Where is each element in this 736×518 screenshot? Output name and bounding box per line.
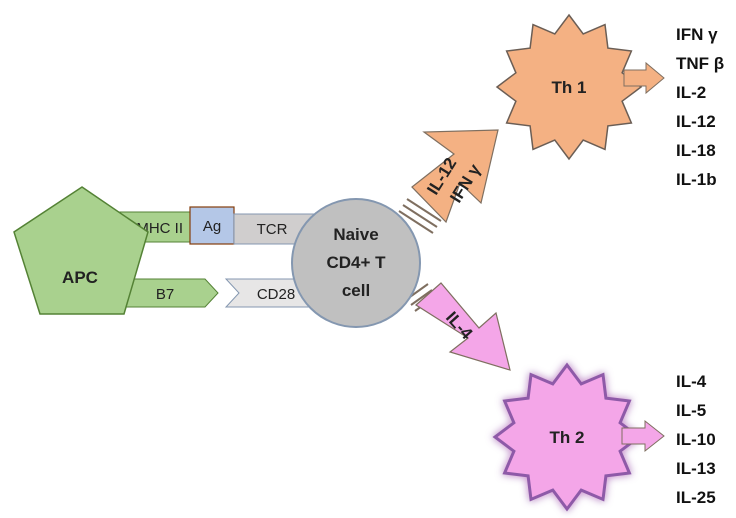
apc-pentagon — [13, 186, 149, 315]
th2-cytokine: IL-4 — [676, 372, 707, 391]
antigen-box — [189, 206, 235, 245]
th2-cytokine: IL-10 — [676, 430, 716, 449]
th2-cytokine-list: IL-4 IL-5 IL-10 IL-13 IL-25 — [676, 372, 716, 507]
cd28-label: CD28 — [257, 286, 295, 303]
naive-cell-line3: cell — [342, 281, 370, 300]
th2-signal-arrow: IL-4 — [406, 282, 511, 371]
th1-star — [495, 13, 643, 161]
th2-label: Th 2 — [550, 428, 585, 447]
th1-output-arrow — [623, 61, 665, 95]
th1-label: Th 1 — [552, 78, 587, 97]
apc-label: APC — [62, 268, 98, 287]
th1-cytokine: IL-1b — [676, 170, 717, 189]
antigen-label: Ag — [203, 218, 221, 235]
th1-cytokine-list: IFN γ TNF β IL-2 IL-12 IL-18 IL-1b — [676, 25, 724, 189]
th1-signal-arrow: IL-12 IFN γ — [398, 129, 499, 234]
b7-label: B7 — [156, 286, 174, 303]
naive-cell-line1: Naive — [333, 225, 378, 244]
th1-cytokine: TNF β — [676, 54, 724, 73]
th2-cytokine: IL-5 — [676, 401, 706, 420]
th2-star — [492, 362, 642, 512]
th1-cytokine: IL-2 — [676, 83, 706, 102]
th2-output-arrow — [621, 419, 665, 453]
th2-cytokine: IL-13 — [676, 459, 716, 478]
th1-cytokine: IFN γ — [676, 25, 718, 44]
th2-cytokine: IL-25 — [676, 488, 716, 507]
naive-t-cell — [291, 198, 421, 328]
th1-cytokine: IL-18 — [676, 141, 716, 160]
naive-cell-line2: CD4+ T — [326, 253, 386, 272]
th1-cytokine: IL-12 — [676, 112, 716, 131]
tcr-label: TCR — [257, 221, 288, 238]
